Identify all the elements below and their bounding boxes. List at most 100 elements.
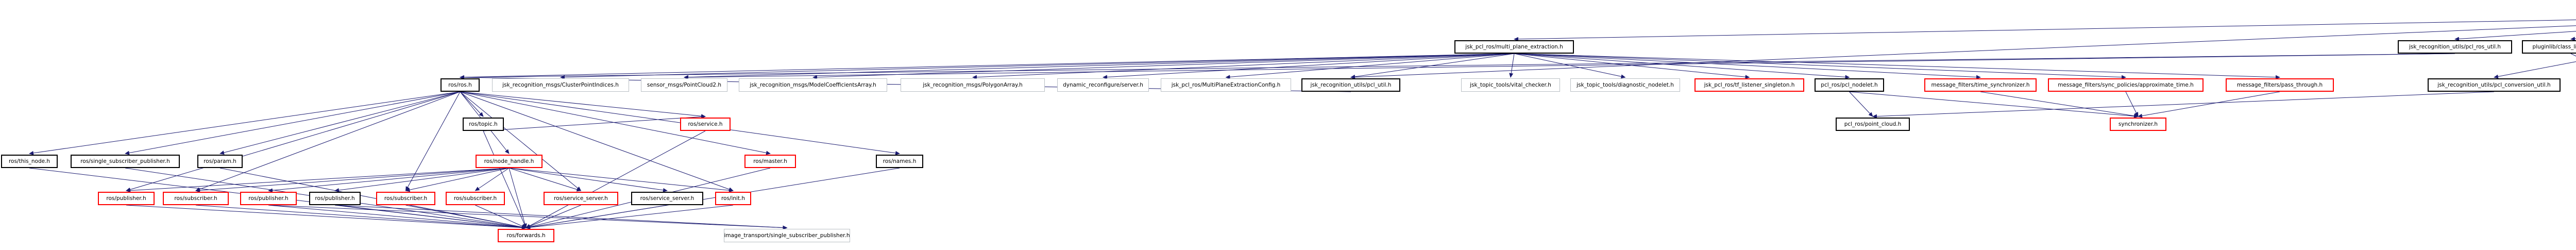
include-edge	[474, 168, 510, 191]
include-edge	[268, 205, 788, 230]
include-edge	[126, 168, 510, 193]
include-edge	[509, 168, 527, 228]
include-edge	[972, 53, 1515, 79]
graph-node-ros-publisher-h[interactable]: ros/publisher.h	[309, 192, 361, 205]
graph-node-ros-service-h[interactable]: ros/service.h	[680, 118, 731, 131]
include-edge	[1103, 53, 1515, 79]
graph-node-ros-master-h[interactable]: ros/master.h	[744, 155, 796, 168]
include-edge	[509, 168, 582, 192]
graph-node-ros-publisher-h[interactable]: ros/publisher.h	[240, 192, 297, 205]
include-edge	[526, 205, 581, 228]
include-edge	[1849, 91, 1873, 117]
include-edge	[405, 205, 527, 229]
include-edge	[268, 168, 510, 193]
include-edge	[2570, 53, 2576, 57]
graph-node-jsk-recognition-utils-pcl-util-h[interactable]: jsk_recognition_utils/pcl_util.h	[1301, 78, 1400, 92]
include-edge	[2570, 37, 2576, 41]
include-edge	[1849, 91, 2139, 119]
graph-node-ros-param-h[interactable]: ros/param.h	[197, 155, 243, 168]
include-edge	[334, 168, 510, 192]
graph-node-ros-init-h[interactable]: ros/init.h	[715, 192, 751, 205]
graph-node-synchronizer-h[interactable]: synchronizer.h	[2110, 118, 2166, 131]
include-edge	[2125, 91, 2139, 117]
graph-node-pcl-ros-pcl-nodelet-h[interactable]: pcl_ros/pcl_nodelet.h	[1815, 78, 1884, 92]
include-edge	[195, 205, 527, 230]
include-edge	[526, 205, 734, 230]
graph-node-jsk-recognition-msgs-modelcoefficientsarray-h[interactable]: jsk_recognition_msgs/ModelCoefficientsAr…	[739, 78, 887, 92]
include-edge	[460, 53, 2455, 79]
include-edge	[195, 91, 461, 191]
graph-node-dynamic-reconfigure-server-h[interactable]: dynamic_reconfigure/server.h	[1057, 78, 1149, 92]
include-edge	[268, 205, 527, 230]
include-edge	[526, 130, 706, 228]
graph-node-image-transport-single-subscriber-publisher-h[interactable]: image_transport/single_subscriber_publis…	[724, 229, 850, 242]
include-edge	[1350, 25, 2576, 79]
include-edge	[126, 205, 527, 230]
include-edge	[126, 91, 461, 192]
graph-node-ros-service-server-h[interactable]: ros/service_server.h	[544, 192, 618, 205]
graph-node-jsk-topic-tools-vital-checker-h[interactable]: jsk_topic_tools/vital_checker.h	[1461, 78, 1560, 92]
graph-node-ros-ros-h[interactable]: ros/ros.h	[440, 78, 480, 92]
include-edge	[509, 168, 734, 193]
include-edge	[29, 91, 461, 155]
graph-node-jsk-pcl-ros-multiplaneextractionconfig-h[interactable]: jsk_pcl_ros/MultiPlaneExtractionConfig.h	[1161, 78, 1291, 92]
graph-node-ros-subscriber-h[interactable]: ros/subscriber.h	[446, 192, 505, 205]
include-edge	[405, 91, 461, 191]
include-edge	[1509, 53, 1515, 78]
graph-node-ros-service-server-h[interactable]: ros/service_server.h	[631, 192, 703, 205]
include-edge	[526, 205, 668, 229]
include-edge	[483, 114, 706, 131]
include-edge	[1350, 53, 1515, 79]
include-edge	[1514, 20, 2576, 41]
include-edge	[334, 205, 788, 230]
graph-node-ros-topic-h[interactable]: ros/topic.h	[463, 118, 504, 131]
graph-node-pluginlib-class-list-macros-h[interactable]: pluginlib/class_list_macros.h	[2522, 40, 2576, 54]
include-edge	[812, 53, 1515, 79]
include-edge	[460, 91, 771, 155]
include-edge	[460, 91, 734, 192]
include-edge	[405, 168, 510, 192]
graph-node-message-filters-sync-policies-approximate-time-h[interactable]: message_filters/sync_policies/approximat…	[2048, 78, 2204, 92]
graph-node-ros-subscriber-h[interactable]: ros/subscriber.h	[163, 192, 229, 205]
include-edge	[2494, 61, 2576, 79]
include-edge	[509, 168, 668, 192]
include-edge	[460, 53, 1515, 79]
include-edge	[1980, 91, 2139, 118]
graph-node-jsk-recognition-msgs-clusterpointindices-h[interactable]: jsk_recognition_msgs/ClusterPointIndices…	[492, 78, 629, 92]
graph-node-ros-forwards-h[interactable]: ros/forwards.h	[498, 229, 554, 242]
graph-node-sensor-msgs-pointcloud2-h[interactable]: sensor_msgs/PointCloud2.h	[641, 78, 727, 92]
include-edge	[684, 53, 2455, 79]
include-edge	[195, 168, 510, 193]
graph-node-jsk-recognition-utils-pcl-ros-util-h[interactable]: jsk_recognition_utils/pcl_ros_util.h	[2398, 40, 2512, 54]
include-edge	[1514, 53, 2280, 79]
graph-node-ros-names-h[interactable]: ros/names.h	[876, 155, 923, 168]
graph-node-jsk-pcl-ros-multi-plane-extraction-h[interactable]: jsk_pcl_ros/multi_plane_extraction.h	[1454, 40, 1574, 54]
graph-node-ros-node-handle-h[interactable]: ros/node_handle.h	[476, 155, 543, 168]
graph-node-jsk-topic-tools-diagnostic-nodelet-h[interactable]: jsk_topic_tools/diagnostic_nodelet.h	[1570, 78, 1680, 92]
graph-node-message-filters-time-synchronizer-h[interactable]: message_filters/time_synchronizer.h	[1924, 78, 2037, 92]
graph-node-pcl-ros-point-cloud-h[interactable]: pcl_ros/point_cloud.h	[1836, 118, 1910, 131]
include-edge	[1514, 53, 1850, 79]
include-edge	[684, 53, 1515, 79]
include-edge	[334, 205, 527, 230]
include-edge	[560, 53, 1515, 79]
include-edge	[1514, 53, 2126, 79]
graph-node-ros-single-subscriber-publisher-h[interactable]: ros/single_subscriber_publisher.h	[71, 155, 180, 168]
graph-node-jsk-recognition-msgs-polygonarray-h[interactable]: jsk_recognition_msgs/PolygonArray.h	[901, 78, 1045, 92]
graph-node-ros-publisher-h[interactable]: ros/publisher.h	[98, 192, 155, 205]
include-edge	[460, 91, 900, 155]
graph-node-jsk-pcl-ros-tf-listener-singleton-h[interactable]: jsk_pcl_ros/tf_listener_singleton.h	[1694, 78, 1804, 92]
include-edge	[219, 91, 461, 155]
include-edge	[483, 130, 527, 228]
graph-node-ros-this-node-h[interactable]: ros/this_node.h	[1, 155, 58, 168]
include-edge	[2138, 91, 2280, 118]
graph-node-ros-subscriber-h[interactable]: ros/subscriber.h	[376, 192, 435, 205]
graph-node-jsk-recognition-utils-pcl-conversion-util-h[interactable]: jsk_recognition_utils/pcl_conversion_uti…	[2428, 78, 2561, 92]
graph-node-message-filters-pass-through-h[interactable]: message_filters/pass_through.h	[2226, 78, 2334, 92]
include-edge	[1514, 53, 1981, 79]
include-edge	[125, 91, 461, 155]
include-edge	[475, 205, 527, 228]
include-edge	[219, 168, 527, 229]
